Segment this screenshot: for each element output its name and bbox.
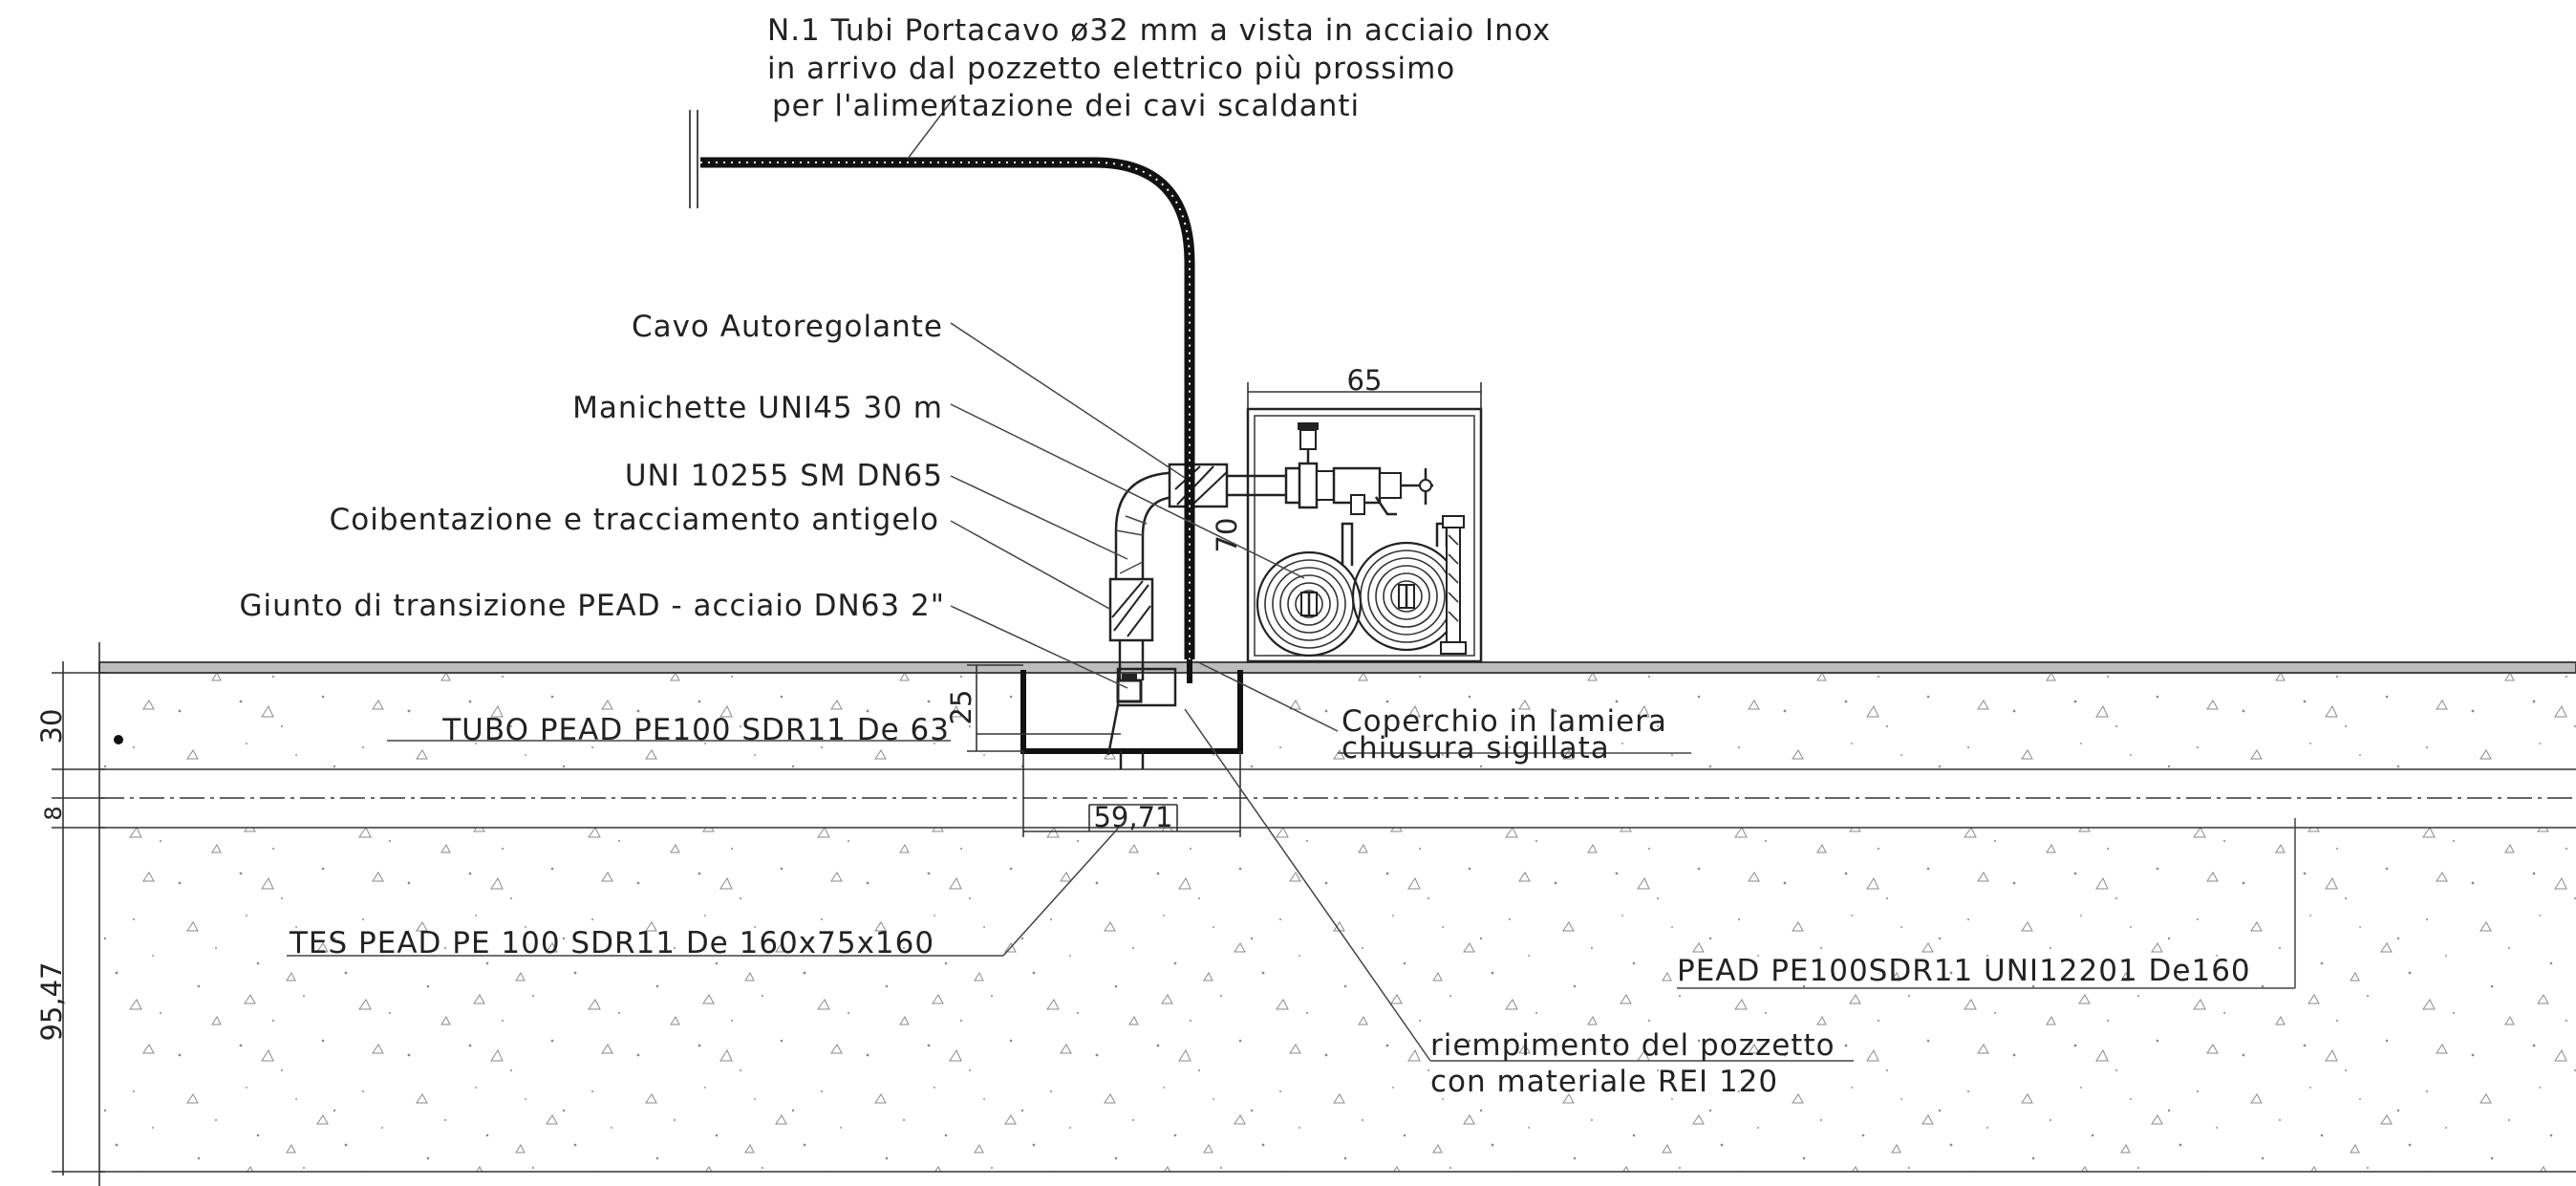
label-giunto: Giunto di transizione PEAD - acciaio DN6…	[239, 589, 945, 623]
dim-pipe-layer: 8	[40, 806, 67, 820]
dim-pit-depth: 25	[945, 690, 977, 725]
dim-pit-width: 59,71	[1093, 801, 1172, 833]
cable-conduit	[689, 110, 1195, 683]
bottom-concrete-layer	[99, 828, 2576, 1172]
label-manichette: Manichette UNI45 30 m	[572, 391, 943, 425]
label-uni: UNI 10255 SM DN65	[625, 459, 943, 493]
floor-surface	[98, 661, 2576, 674]
hose-reel-right	[1351, 515, 1467, 655]
dim-cabinet-width: 65	[1347, 364, 1383, 397]
label-riempimento-line2: con materiale REI 120	[1430, 1065, 1778, 1099]
label-conduit-line1: N.1 Tubi Portacavo ø32 mm a vista in acc…	[767, 13, 1551, 48]
label-coperchio-line2: chiusura sigillata	[1342, 731, 1610, 766]
hose-cabinet: 65 70	[1211, 364, 1483, 663]
hose-reel-left	[1256, 522, 1363, 658]
label-conduit-line2: in arrivo dal pozzetto elettrico più pro…	[767, 52, 1455, 86]
label-conduit-line3: per l'alimentazione dei cavi scaldanti	[772, 89, 1360, 123]
dim-top-layer: 30	[35, 709, 68, 744]
label-coperchio-line1: Coperchio in lamiera	[1342, 704, 1667, 739]
label-tes-pead: TES PEAD PE 100 SDR11 De 160x75x160	[289, 926, 934, 960]
label-coibentazione: Coibentazione e tracciamento antigelo	[330, 503, 939, 537]
inspection-pit: 25 59,71	[945, 664, 1243, 837]
label-cavo: Cavo Autoregolante	[632, 310, 943, 344]
dim-bottom-layer: 95,47	[35, 961, 68, 1041]
label-pead-main: PEAD PE100SDR11 UNI12201 De160	[1677, 954, 2251, 988]
steel-riser	[1106, 463, 1229, 756]
label-riempimento-line1: riempimento del pozzetto	[1430, 1028, 1835, 1063]
leader-lines	[287, 95, 2296, 1062]
label-tubo-pead: TUBO PEAD PE100 SDR11 De 63	[441, 713, 950, 747]
